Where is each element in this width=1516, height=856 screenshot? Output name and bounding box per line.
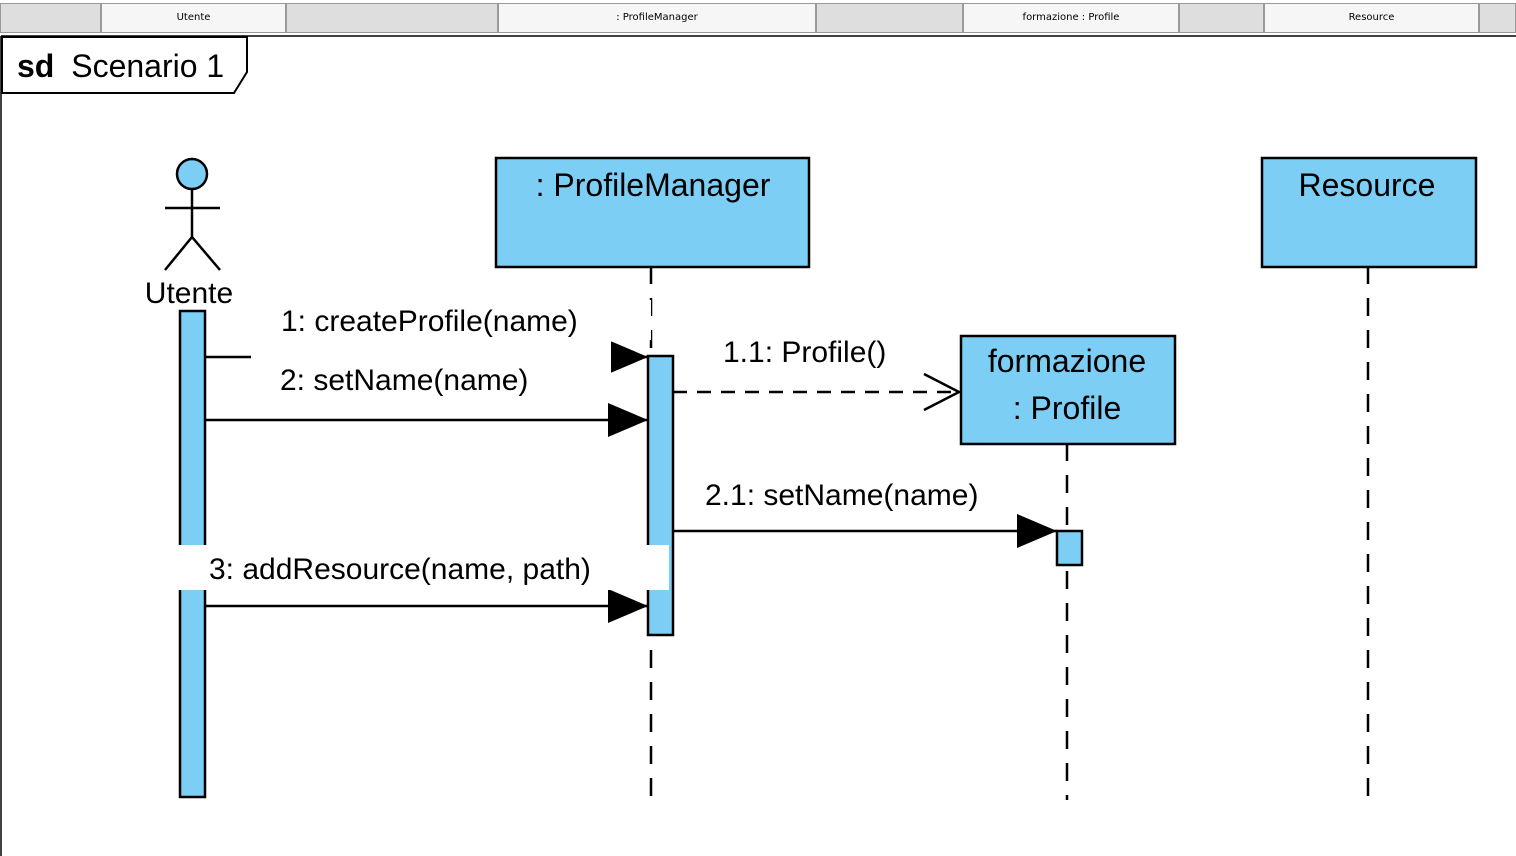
participant-profilemanager-label: : ProfileManager (536, 167, 771, 203)
participant-profile[interactable]: formazione : Profile (959, 334, 1177, 446)
header-gap (286, 3, 498, 33)
header-gap (1179, 3, 1264, 33)
header-gap (816, 3, 963, 33)
frame-keyword: sd (17, 48, 54, 84)
message-1-label-bg (251, 300, 611, 374)
participant-profile-label-line2: : Profile (1013, 390, 1121, 426)
message-1-1-arrowhead-icon (923, 372, 962, 412)
header-tab-profile[interactable]: formazione : Profile (963, 3, 1179, 33)
actor-leg-right-icon (191, 236, 221, 271)
frame-label: sd Scenario 1 (17, 48, 224, 84)
profile-activation-bar[interactable] (1055, 529, 1084, 567)
message-2-1-label: 2.1: setName(name) (705, 479, 978, 512)
header-tab-utente[interactable]: Utente (101, 3, 286, 33)
actor-head-icon (175, 157, 209, 191)
actor-name: Utente (145, 277, 233, 310)
message-3-label: 3: addResource(name, path) (209, 553, 591, 586)
actor-leg-left-icon (164, 236, 193, 271)
message-1-label: 1: createProfile(name) (281, 305, 578, 338)
frame-name: Scenario 1 (71, 48, 224, 84)
actor-utente[interactable]: Utente (145, 157, 233, 310)
header-gap (0, 3, 101, 33)
frame-label-box (1, 36, 248, 94)
profilemanager-activation-bar[interactable] (646, 354, 675, 637)
participant-resource-label: Resource (1299, 167, 1436, 203)
header-gap (1479, 3, 1516, 33)
message-2-label: 2: setName(name) (280, 364, 528, 397)
message-3-label-bg (176, 545, 669, 590)
participant-resource[interactable]: Resource (1260, 156, 1478, 269)
participant-profile-label-line1: formazione (988, 343, 1146, 379)
header-tab-profilemanager[interactable]: : ProfileManager (498, 3, 816, 33)
participant-profilemanager[interactable]: : ProfileManager (494, 156, 811, 269)
message-1-label-bg-right (611, 300, 651, 340)
header-tab-resource[interactable]: Resource (1264, 3, 1479, 33)
message-1-1-label: 1.1: Profile() (723, 336, 886, 369)
